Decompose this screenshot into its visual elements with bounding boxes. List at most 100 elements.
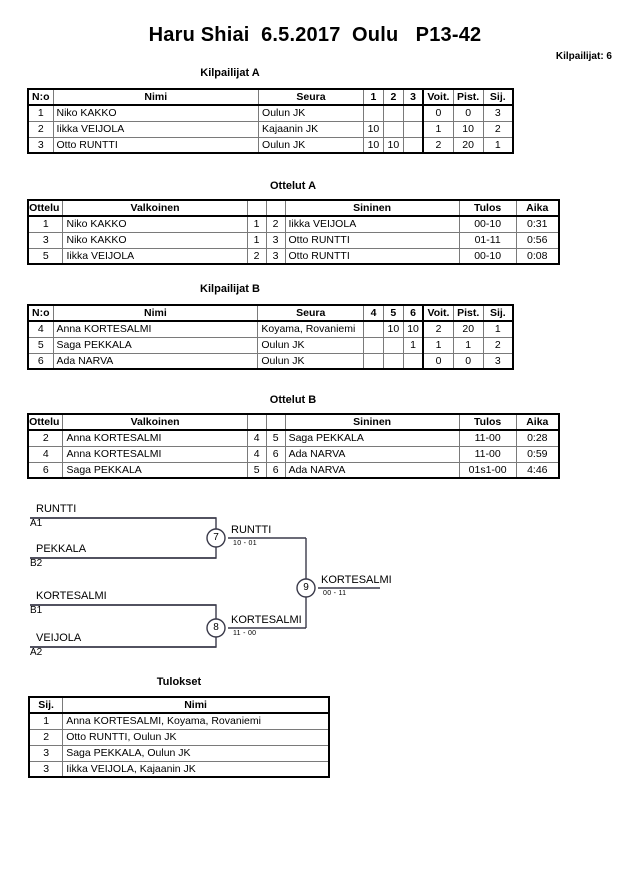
cell-white: Anna KORTESALMI (62, 445, 248, 463)
matches-b-header-row: Ottelu Valkoinen Sininen Tulos Aika (27, 413, 560, 431)
cell-time: 0:56 (515, 231, 560, 249)
cell-blue-number: 3 (265, 247, 286, 265)
table-row: 3 Otto RUNTTI Oulun JK 10 10 2 20 1 (27, 136, 514, 154)
table-row: 1 Niko KAKKO Oulun JK 0 0 3 (27, 104, 514, 122)
cell-result: 01-11 (458, 231, 517, 249)
table-row: 6 Saga PEKKALA 5 6 Ada NARVA 01s1-00 4:4… (27, 461, 560, 479)
bracket-entrant-3-seed: B1 (30, 605, 43, 616)
bracket-match-number-7: 7 (213, 532, 219, 543)
bracket-entrant-2-seed: B2 (30, 558, 43, 569)
cell-match: 2 (27, 429, 64, 447)
table-row: 4 Anna KORTESALMI 4 6 Ada NARVA 11-00 0:… (27, 445, 560, 463)
bracket-match-number-9: 9 (303, 582, 309, 593)
cell-points: 0 (452, 352, 484, 370)
cell-no: 1 (27, 104, 54, 122)
cell-match: 1 (27, 215, 64, 233)
bracket-semifinal-1-winner: RUNTTI (231, 524, 272, 536)
table-row: 1 Anna KORTESALMI, Koyama, Rovaniemi (28, 712, 330, 730)
pool-a-header-row: N:o Nimi Seura 1 2 3 Voit. Pist. Sij. (27, 88, 514, 106)
cell-white: Niko KAKKO (62, 231, 248, 249)
col-opp-5: 5 (382, 304, 404, 322)
cell-name: Iikka VEIJOLA (52, 120, 260, 138)
cell-no: 3 (27, 136, 54, 154)
cell-name: Anna KORTESALMI (52, 320, 259, 338)
results-table: Sij. Nimi 1 Anna KORTESALMI, Koyama, Rov… (28, 696, 330, 778)
pool-b-header-row: N:o Nimi Seura 4 5 6 Voit. Pist. Sij. (27, 304, 514, 322)
matches-a-caption: Ottelut A (269, 180, 317, 192)
cell-rank: 2 (482, 336, 514, 354)
cell-rank: 1 (28, 712, 64, 730)
cell-blue: Iikka VEIJOLA (284, 215, 460, 233)
cell-blue-number: 5 (265, 429, 286, 447)
table-row: 5 Iikka VEIJOLA 2 3 Otto RUNTTI 00-10 0:… (27, 247, 560, 265)
matches-b-caption: Ottelut B (269, 394, 317, 406)
col-name: Nimi (62, 696, 330, 714)
cell-match: 3 (27, 231, 64, 249)
cell-white: Saga PEKKALA (62, 461, 248, 479)
table-row: 5 Saga PEKKALA Oulun JK 1 1 1 2 (27, 336, 514, 354)
col-name: Nimi (52, 88, 260, 106)
cell-blue: Otto RUNTTI (284, 231, 460, 249)
cell-wins: 0 (422, 352, 454, 370)
cell-rank: 2 (482, 120, 514, 138)
cell-blue-number: 6 (265, 445, 286, 463)
cell-result: 00-10 (458, 215, 517, 233)
cell-rank: 3 (482, 352, 514, 370)
cell-time: 0:31 (515, 215, 560, 233)
cell-name: Saga PEKKALA, Oulun JK (62, 744, 330, 762)
col-match: Ottelu (27, 413, 64, 431)
cell-match: 6 (27, 461, 64, 479)
cell-opp-3 (402, 136, 424, 154)
col-blue-number (265, 199, 286, 217)
cell-points: 10 (452, 120, 484, 138)
cell-result: 00-10 (458, 247, 517, 265)
cell-time: 0:59 (515, 445, 560, 463)
cell-blue-number: 6 (265, 461, 286, 479)
bracket-final-score: 00 - 11 (323, 590, 347, 597)
table-row: 1 Niko KAKKO 1 2 Iikka VEIJOLA 00-10 0:3… (27, 215, 560, 233)
col-opp-2: 2 (382, 88, 404, 106)
col-white-number (246, 413, 267, 431)
col-no: N:o (27, 304, 54, 322)
col-rank: Sij. (482, 304, 514, 322)
table-row: 3 Saga PEKKALA, Oulun JK (28, 744, 330, 762)
bracket-semifinal-2-winner: KORTESALMI (231, 614, 302, 626)
cell-club: Koyama, Rovaniemi (257, 320, 365, 338)
cell-match: 4 (27, 445, 64, 463)
cell-match: 5 (27, 247, 64, 265)
cell-blue: Saga PEKKALA (284, 429, 460, 447)
cell-time: 4:46 (515, 461, 560, 479)
page-title: Haru Shiai 6.5.2017 Oulu P13-42 (148, 24, 482, 46)
cell-rank: 3 (28, 760, 64, 778)
cell-white-number: 4 (246, 445, 267, 463)
col-white-number (246, 199, 267, 217)
cell-wins: 0 (422, 104, 454, 122)
table-row: 6 Ada NARVA Oulun JK 0 0 3 (27, 352, 514, 370)
bracket-semifinal-1-score: 10 - 01 (233, 540, 257, 547)
col-blue: Sininen (284, 413, 460, 431)
bracket-champion-name: KORTESALMI (321, 574, 392, 586)
bracket-entrant-1-seed: A1 (30, 518, 43, 529)
cell-opp-2 (382, 104, 404, 122)
matches-a-header-row: Ottelu Valkoinen Sininen Tulos Aika (27, 199, 560, 217)
cell-opp-6: 1 (402, 336, 424, 354)
col-blue: Sininen (284, 199, 460, 217)
cell-name: Iikka VEIJOLA, Kajaanin JK (62, 760, 330, 778)
cell-opp-5 (382, 352, 404, 370)
cell-opp-5: 10 (382, 320, 404, 338)
cell-white-number: 2 (246, 247, 267, 265)
bracket-entrant-4-seed: A2 (30, 647, 43, 658)
col-time: Aika (515, 413, 560, 431)
pool-a-table: N:o Nimi Seura 1 2 3 Voit. Pist. Sij. 1 … (27, 88, 514, 154)
cell-name: Anna KORTESALMI, Koyama, Rovaniemi (62, 712, 330, 730)
results-header-row: Sij. Nimi (28, 696, 330, 714)
table-row: 2 Iikka VEIJOLA Kajaanin JK 10 1 10 2 (27, 120, 514, 138)
cell-white: Iikka VEIJOLA (62, 247, 248, 265)
cell-wins: 1 (422, 120, 454, 138)
cell-wins: 2 (422, 320, 454, 338)
col-match: Ottelu (27, 199, 64, 217)
cell-white: Niko KAKKO (62, 215, 248, 233)
col-points: Pist. (452, 88, 484, 106)
bracket-semifinal-2-score: 11 - 00 (233, 630, 257, 637)
